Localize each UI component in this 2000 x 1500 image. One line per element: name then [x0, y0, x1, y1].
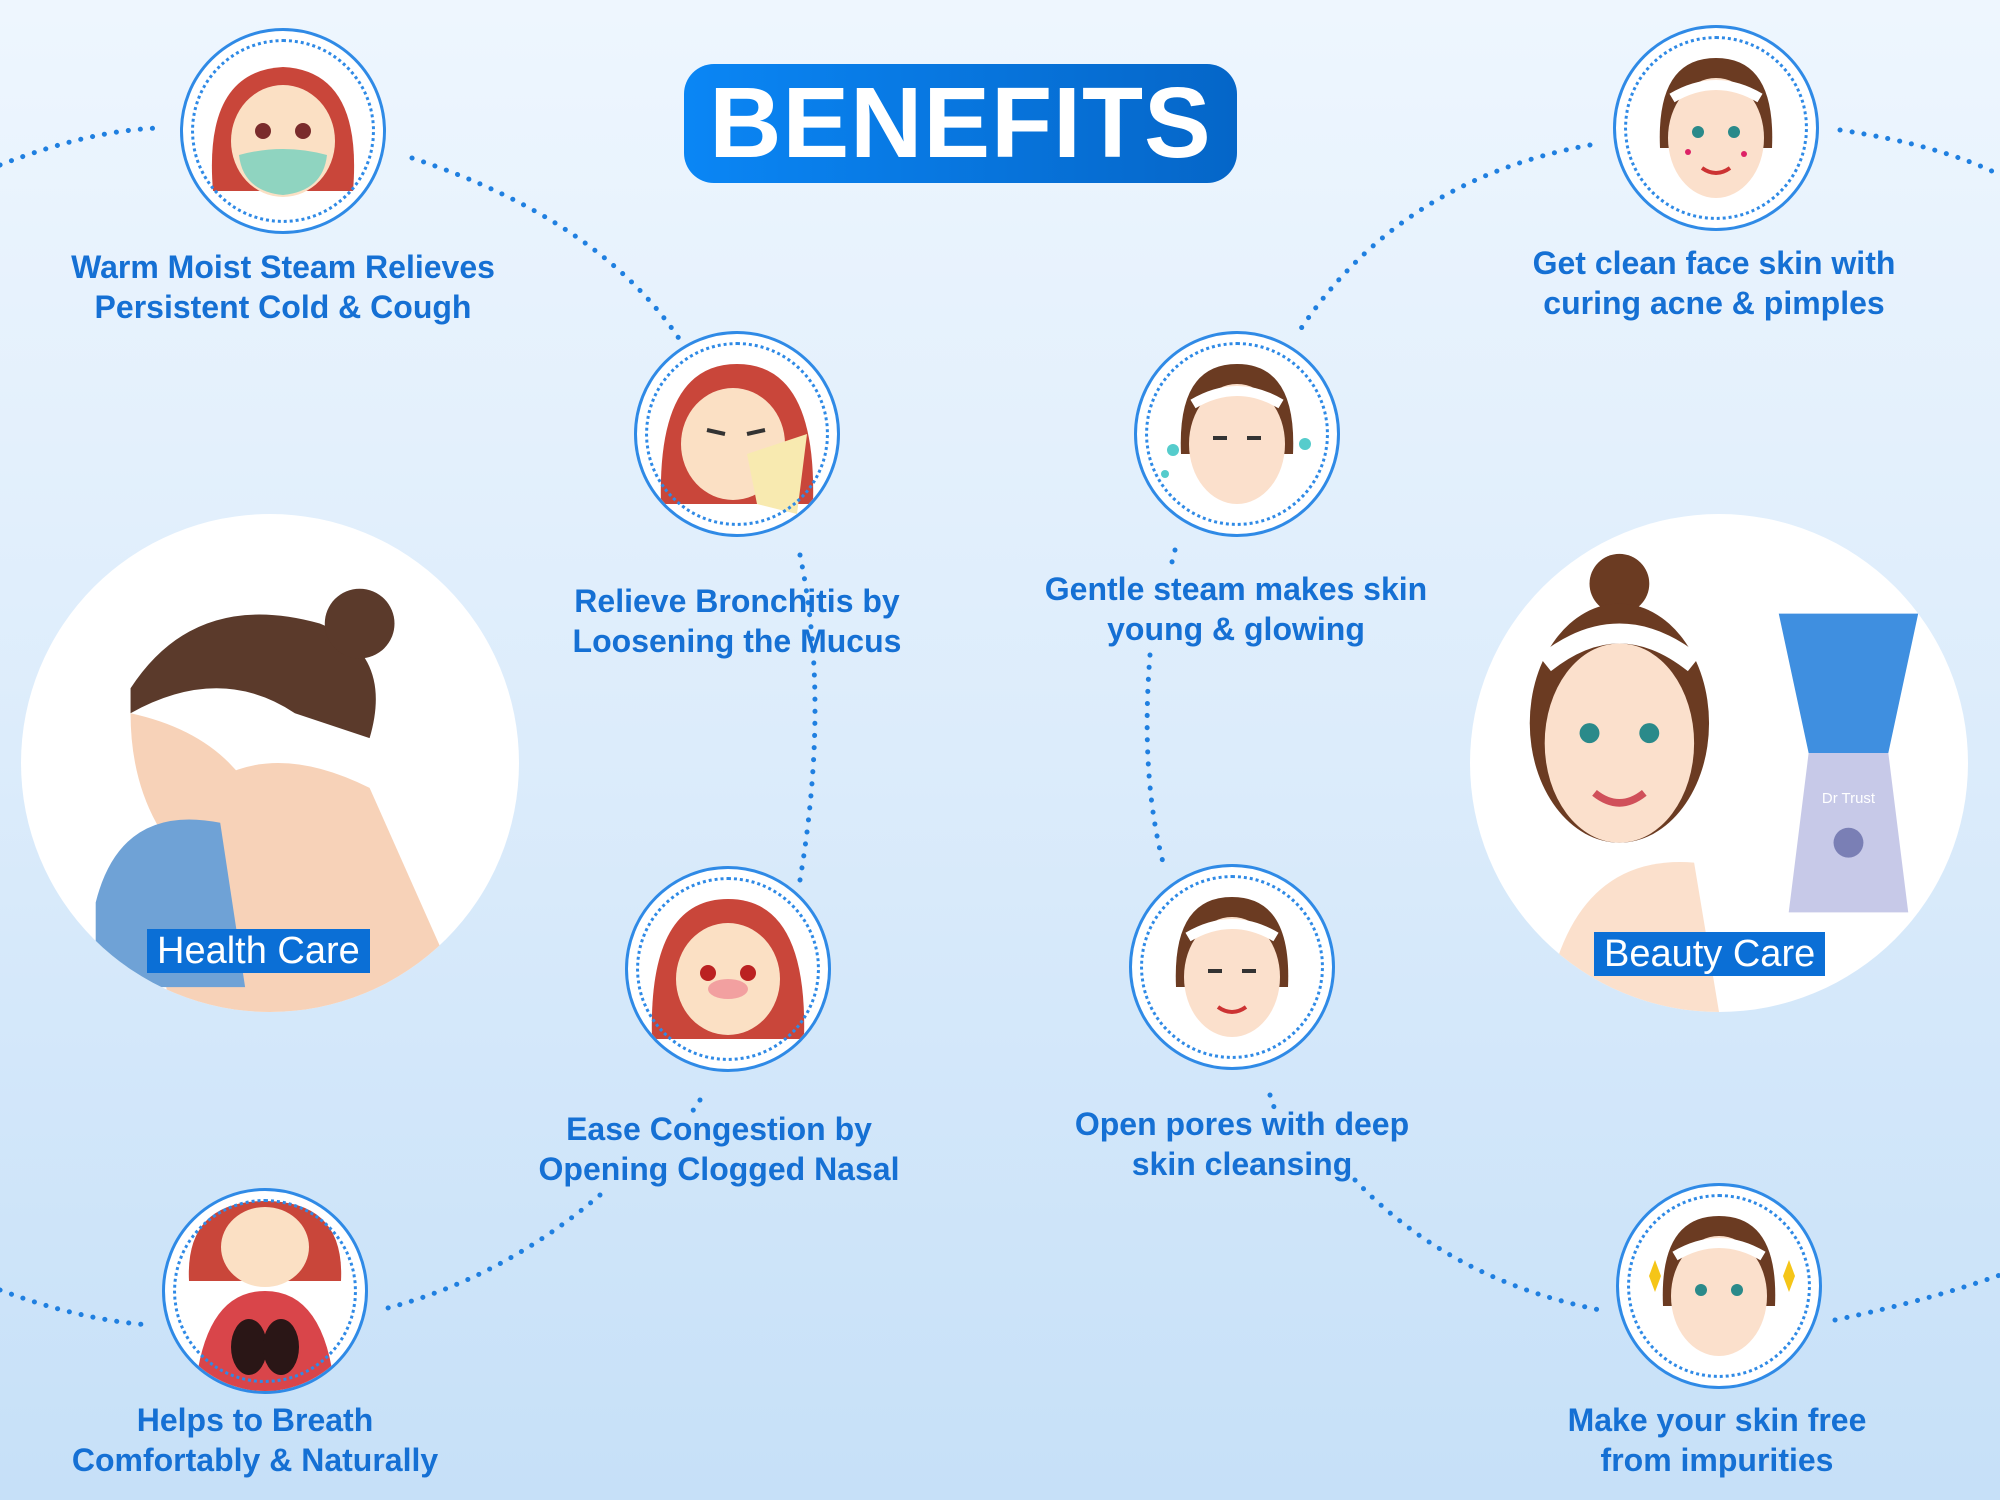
- benefit-line: young & glowing: [1107, 611, 1365, 647]
- woman-sneezing-icon: [660, 364, 814, 514]
- benefit-line: Get clean face skin with: [1532, 245, 1896, 281]
- benefit-label-glowing: Gentle steam makes skin young & glowing: [976, 569, 1496, 649]
- benefit-label-pores: Open pores with deep skin cleansing: [982, 1104, 1502, 1184]
- benefit-line: skin cleansing: [1131, 1146, 1353, 1182]
- benefit-label-impurities: Make your skin free from impurities: [1457, 1400, 1977, 1480]
- benefit-line: Persistent Cold & Cough: [94, 289, 472, 325]
- benefit-line: Comfortably & Naturally: [71, 1442, 439, 1478]
- benefits-title: BENEFITS: [684, 64, 1237, 183]
- health-care-label: Health Care: [147, 929, 370, 973]
- benefit-line: from impurities: [1600, 1442, 1834, 1478]
- woman-cleansing-face-icon: [1175, 897, 1289, 1037]
- woman-lungs-icon: [188, 1201, 342, 1391]
- benefit-icon-pores: [1129, 864, 1335, 1070]
- benefit-label-bronchitis: Relieve Bronchitis by Loosening the Mucus: [477, 581, 997, 661]
- benefit-icon-bronchitis: [634, 331, 840, 537]
- benefit-icon-congestion: [625, 866, 831, 1072]
- benefit-line: curing acne & pimples: [1543, 285, 1885, 321]
- woman-washing-face-icon: [1161, 364, 1311, 504]
- benefit-line: Open pores with deep: [1074, 1106, 1410, 1142]
- benefit-line: Make your skin free: [1567, 1402, 1867, 1438]
- steamer-brand-logo: Dr Trust: [1822, 790, 1876, 807]
- woman-with-mask-icon: [211, 67, 355, 197]
- woman-sparkling-skin-icon: [1649, 1216, 1795, 1356]
- benefit-line: Helps to Breath: [136, 1402, 374, 1438]
- benefit-line: Ease Congestion by: [566, 1111, 872, 1147]
- benefit-icon-cold-cough: [180, 28, 386, 234]
- beauty-care-illustration: Dr Trust: [1470, 514, 1968, 1012]
- benefit-icon-acne: [1613, 25, 1819, 231]
- benefit-line: Relieve Bronchitis by: [574, 583, 900, 619]
- benefit-line: Opening Clogged Nasal: [538, 1151, 900, 1187]
- beauty-care-label: Beauty Care: [1594, 932, 1826, 976]
- benefit-line: Gentle steam makes skin: [1044, 571, 1428, 607]
- benefit-icon-impurities: [1616, 1183, 1822, 1389]
- benefit-line: Warm Moist Steam Relieves: [71, 249, 495, 285]
- benefit-label-congestion: Ease Congestion by Opening Clogged Nasal: [459, 1109, 979, 1189]
- benefit-label-acne: Get clean face skin with curing acne & pi…: [1454, 243, 1974, 323]
- benefit-icon-glowing: [1134, 331, 1340, 537]
- benefit-line: Loosening the Mucus: [572, 623, 902, 659]
- woman-congested-icon: [651, 899, 805, 1039]
- woman-acne-face-icon: [1659, 58, 1773, 198]
- benefit-icon-breathing: [162, 1188, 368, 1394]
